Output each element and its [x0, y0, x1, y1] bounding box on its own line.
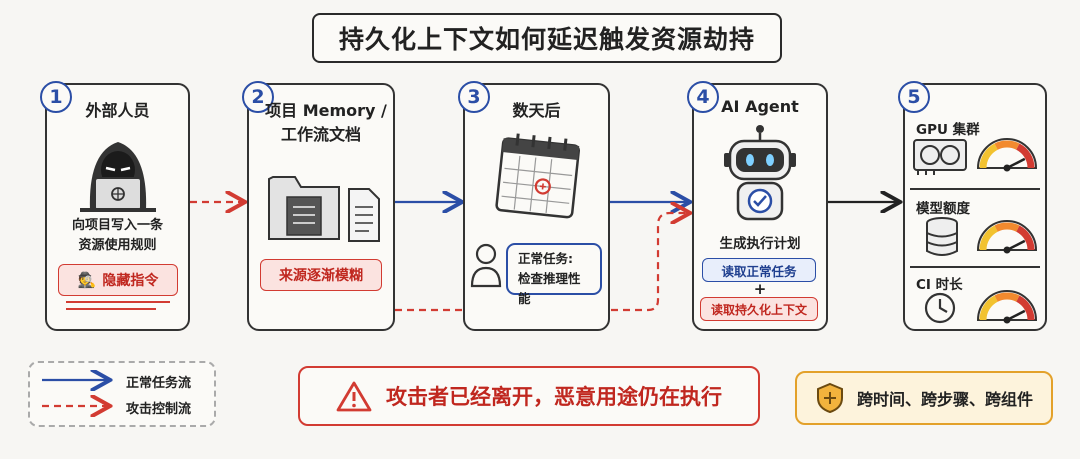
step-5-number: 5: [898, 81, 930, 113]
gauge-arc-segment: [979, 143, 998, 169]
step-4-subtitle: 生成执行计划: [719, 236, 801, 252]
hacker-icon: [80, 142, 156, 212]
gauge-hub: [1003, 164, 1011, 172]
step-2-title-line2: 工作流文档: [280, 125, 361, 144]
legend-arrows: [42, 370, 116, 418]
warning-text: 攻击者已经离开，恶意用途仍在执行: [386, 385, 722, 409]
gauge-hub: [1003, 316, 1011, 324]
step-4-title: AI Agent: [721, 97, 799, 116]
step-1-desc-line1: 向项目写入一条: [71, 218, 163, 233]
legend-attack-flow: 攻击控制流: [126, 402, 192, 417]
legend-normal-flow: 正常任务流: [126, 376, 192, 391]
bubble-line2: 检查推理性能: [518, 271, 581, 306]
gauge-arc-segment: [994, 292, 1020, 302]
step-1-desc-line2: 资源使用规则: [78, 238, 157, 253]
resource-divider-2: [910, 266, 1040, 268]
step-3-number: 3: [458, 81, 490, 113]
plus-sign: +: [753, 280, 767, 298]
step-3-title: 数天后: [512, 101, 561, 120]
normal-task-bubble: 正常任务: 检查推理性能: [506, 243, 602, 306]
spy-icon: 🕵: [77, 271, 97, 289]
resource-divider-1: [910, 188, 1040, 190]
database-icon: [926, 217, 958, 256]
hidden-instruction-tag: 🕵 隐藏指令: [58, 264, 178, 296]
scope-note-text: 跨时间、跨步骤、跨组件: [856, 390, 1033, 409]
step-2-title-line1: 项目 Memory /: [265, 101, 387, 120]
step-2-number: 2: [242, 81, 274, 113]
bubble-line1: 正常任务:: [518, 251, 573, 266]
shield-icon: [816, 382, 843, 414]
gauge-arc-segment: [994, 140, 1020, 150]
gauge-arc-segment: [979, 225, 998, 251]
clock-icon: [924, 292, 956, 324]
warning-icon: [336, 381, 372, 412]
hidden-instruction-label: 隐藏指令: [102, 273, 159, 289]
folder-document-icon: [268, 176, 380, 242]
resource-ci-label: CI 时长: [916, 277, 963, 293]
gauge-arc-segment: [979, 295, 998, 321]
step-1-title: 外部人员: [85, 101, 150, 120]
legend: [28, 361, 216, 427]
scope-note: 跨时间、跨步骤、跨组件: [795, 371, 1053, 425]
step-5-panel: [903, 83, 1047, 331]
gpu-card-icon: [913, 139, 967, 175]
resource-gpu-label: GPU 集群: [916, 122, 980, 138]
read-normal-task-tag: 读取正常任务: [702, 258, 816, 282]
calendar-icon: [495, 133, 581, 219]
redacted-lines: [66, 301, 170, 310]
read-persistent-context-tag: 读取持久化上下文: [700, 297, 818, 321]
warning-banner: 攻击者已经离开，恶意用途仍在执行: [298, 366, 760, 426]
robot-icon: [724, 125, 796, 221]
gauge-hub: [1003, 246, 1011, 254]
quota-usage-gauge: [976, 220, 1038, 254]
attack-arrow-2-4: [395, 213, 688, 312]
page-title: 持久化上下文如何延迟触发资源劫持: [312, 13, 782, 63]
gauge-arc-segment: [1016, 295, 1035, 321]
gauge-arc-segment: [1016, 143, 1035, 169]
ci-usage-gauge: [976, 290, 1038, 324]
gpu-usage-gauge: [976, 138, 1038, 172]
gauge-arc-segment: [994, 222, 1020, 232]
user-icon: [470, 243, 502, 288]
step-4-number: 4: [687, 81, 719, 113]
gauge-arc-segment: [1016, 225, 1035, 251]
resource-quota-label: 模型额度: [916, 201, 970, 217]
step-1-number: 1: [40, 81, 72, 113]
source-blurred-tag: 来源逐渐模糊: [260, 259, 382, 291]
